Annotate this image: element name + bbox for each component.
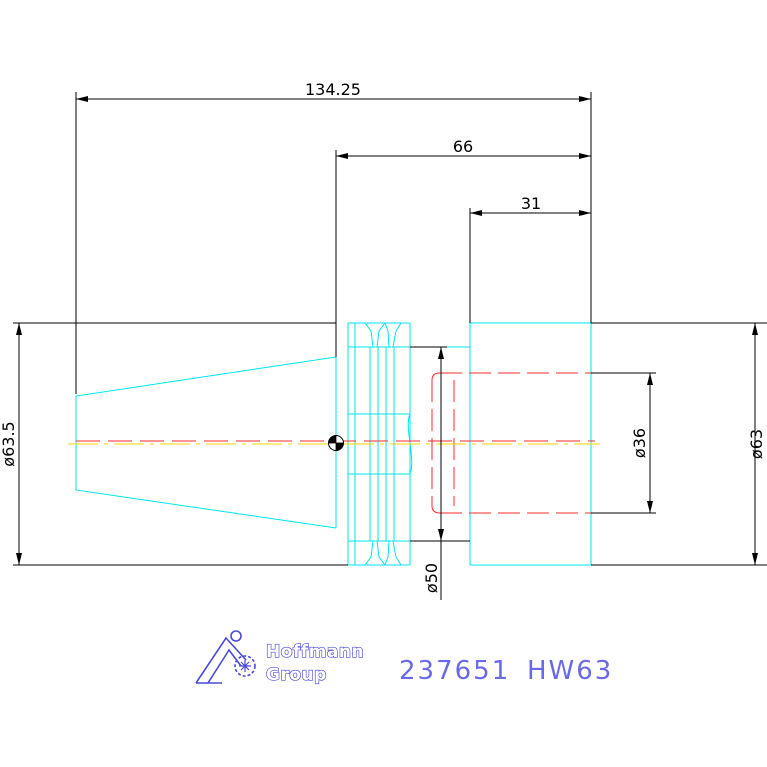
dim-bore-diameter: ø36	[630, 428, 649, 458]
dim-body-length: 66	[453, 137, 473, 156]
v-groove-top	[364, 322, 386, 348]
logo-line-1: Hoffmann	[266, 642, 364, 662]
hidden-bore	[431, 372, 591, 514]
arrowheads	[16, 96, 758, 565]
dim-shank-length: 31	[521, 194, 541, 213]
dim-collar-diameter: ø50	[422, 563, 441, 593]
logo-line-2: Group	[266, 665, 327, 685]
part-number: 237651	[399, 656, 510, 686]
dim-flange-diameter: ø63.5	[0, 421, 18, 466]
designation: HW63	[527, 656, 613, 686]
v-groove-bottom-2	[384, 540, 402, 566]
v-groove-top-2	[384, 322, 402, 348]
hidden-bore-corners	[431, 372, 441, 514]
taper-cone-outline	[75, 356, 337, 529]
hoffmann-group-logo: Hoffmann Group	[195, 630, 364, 686]
drive-slot-break	[407, 413, 413, 475]
v-groove-bottom	[364, 540, 386, 566]
dimension-lines	[13, 92, 767, 600]
dim-overall-length: 134.25	[305, 80, 361, 99]
center-mark	[328, 435, 344, 451]
logo-icon	[195, 630, 256, 684]
dim-body-diameter: ø63	[747, 429, 766, 459]
